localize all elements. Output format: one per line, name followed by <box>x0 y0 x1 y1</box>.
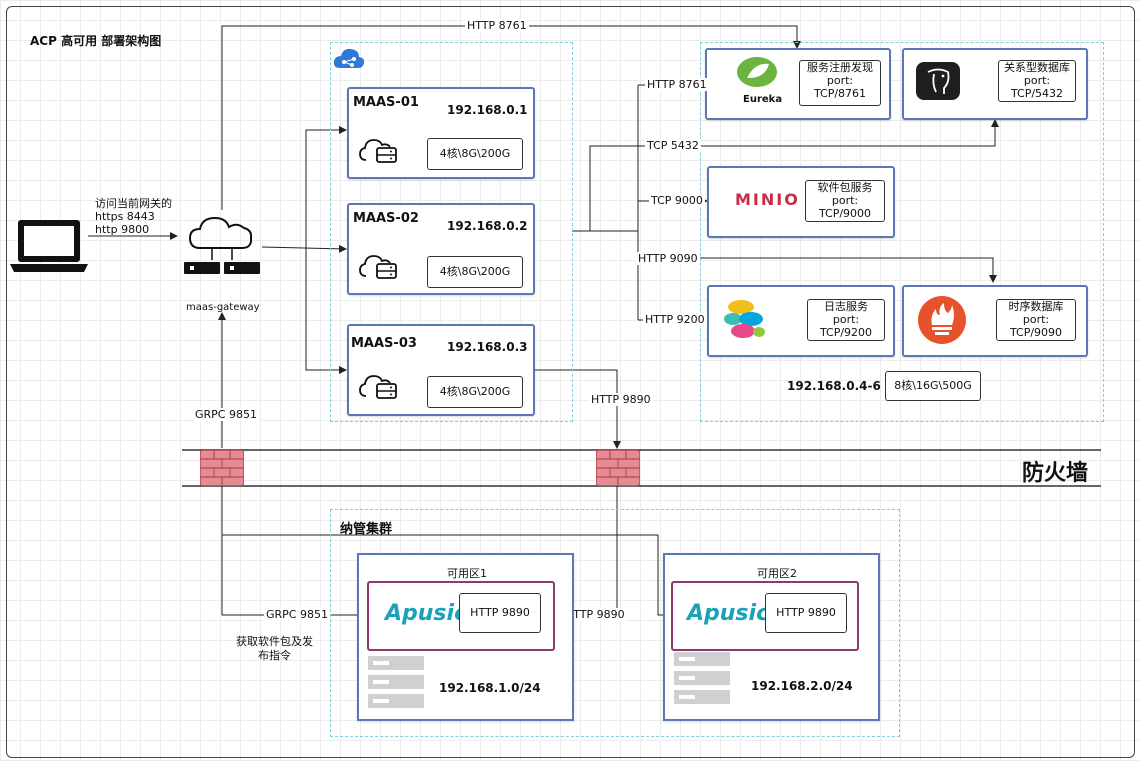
maas-name: MAAS-02 <box>353 211 419 226</box>
server-rack-icon <box>368 656 424 708</box>
maas-spec: 4核\8G\200G <box>427 138 523 170</box>
maas-node-03[interactable]: MAAS-03 192.168.0.3 4核\8G\200G <box>347 324 535 416</box>
maas-ip: 192.168.0.3 <box>447 340 528 354</box>
maas-node-02[interactable]: MAAS-02 192.168.0.2 4核\8G\200G <box>347 203 535 295</box>
grpc-note: 获取软件包及发 布指令 <box>236 635 313 662</box>
cluster-group <box>330 509 900 737</box>
diagram-frame <box>6 6 1135 758</box>
prometheus-flame-icon <box>918 296 966 344</box>
apusic-logo: Apusic <box>687 601 770 626</box>
eureka-leaf-icon <box>737 57 777 87</box>
apusic-port: HTTP 9890 <box>459 593 541 633</box>
zone-name: 可用区1 <box>447 567 487 580</box>
zone-ip: 192.168.1.0/24 <box>439 681 541 695</box>
edge-label-http9890-top: HTTP 9890 <box>589 393 653 406</box>
zone-name: 可用区2 <box>757 567 797 580</box>
gateway-label: maas-gateway <box>186 302 260 313</box>
edge-label-tcp5432: TCP 5432 <box>645 139 701 152</box>
apusic-server[interactable]: Apusic HTTP 9890 <box>367 581 555 651</box>
maas-name: MAAS-01 <box>353 95 419 110</box>
edge-label-tcp9000: TCP 9000 <box>649 194 705 207</box>
cloud-region-icon <box>333 48 365 68</box>
firewall-brick-icon <box>200 450 244 486</box>
postgres-elephant-icon <box>916 62 960 100</box>
edge-label-grpc9851-up: GRPC 9851 <box>193 408 259 421</box>
zone-ip: 192.168.2.0/24 <box>751 679 853 693</box>
client-note: 访问当前网关的 https 8443 http 9800 <box>95 197 172 236</box>
zone-1[interactable]: 可用区1 Apusic HTTP 9890 192.168.1.0/24 <box>357 553 574 721</box>
edge-label-http8761-top: HTTP 8761 <box>465 19 529 32</box>
apusic-port: HTTP 9890 <box>765 593 847 633</box>
edge-label-http9200: HTTP 9200 <box>643 313 707 326</box>
server-rack-icon <box>674 652 730 704</box>
services-group <box>700 42 1104 422</box>
maas-name: MAAS-03 <box>351 336 417 351</box>
services-spec: 8核\16G\500G <box>885 371 981 401</box>
edge-label-http9890-mid: HTTP 9890 <box>563 608 627 621</box>
minio-logo: MINIO <box>735 190 800 209</box>
apusic-logo: Apusic <box>385 601 468 626</box>
firewall-brick-icon <box>596 450 640 486</box>
maas-ip: 192.168.0.2 <box>447 219 528 233</box>
cloud-server-icon <box>359 375 397 399</box>
maas-group <box>330 42 573 422</box>
zone-2[interactable]: 可用区2 Apusic HTTP 9890 192.168.2.0/24 <box>663 553 880 721</box>
firewall-label: 防火墙 <box>1022 461 1089 486</box>
maas-ip: 192.168.0.1 <box>447 103 528 117</box>
maas-spec: 4核\8G\200G <box>427 376 523 408</box>
cluster-title: 纳管集群 <box>340 522 393 537</box>
cloud-server-icon <box>359 255 397 279</box>
services-ip: 192.168.0.4-6 <box>787 379 881 393</box>
edge-label-grpc9851-left: GRPC 9851 <box>264 608 330 621</box>
cloud-gateway-icon <box>184 216 260 274</box>
cloud-server-icon <box>359 139 397 163</box>
elastic-logo <box>724 300 765 338</box>
apusic-server[interactable]: Apusic HTTP 9890 <box>671 581 859 651</box>
maas-spec: 4核\8G\200G <box>427 256 523 288</box>
edge-label-http9090: HTTP 9090 <box>636 252 700 265</box>
laptop-icon <box>10 220 88 272</box>
edge-label-http8761: HTTP 8761 <box>645 78 709 91</box>
maas-node-01[interactable]: MAAS-01 192.168.0.1 4核\8G\200G <box>347 87 535 179</box>
page-title: ACP 高可用 部署架构图 <box>30 34 162 48</box>
eureka-logo-text: Eureka <box>743 94 783 105</box>
